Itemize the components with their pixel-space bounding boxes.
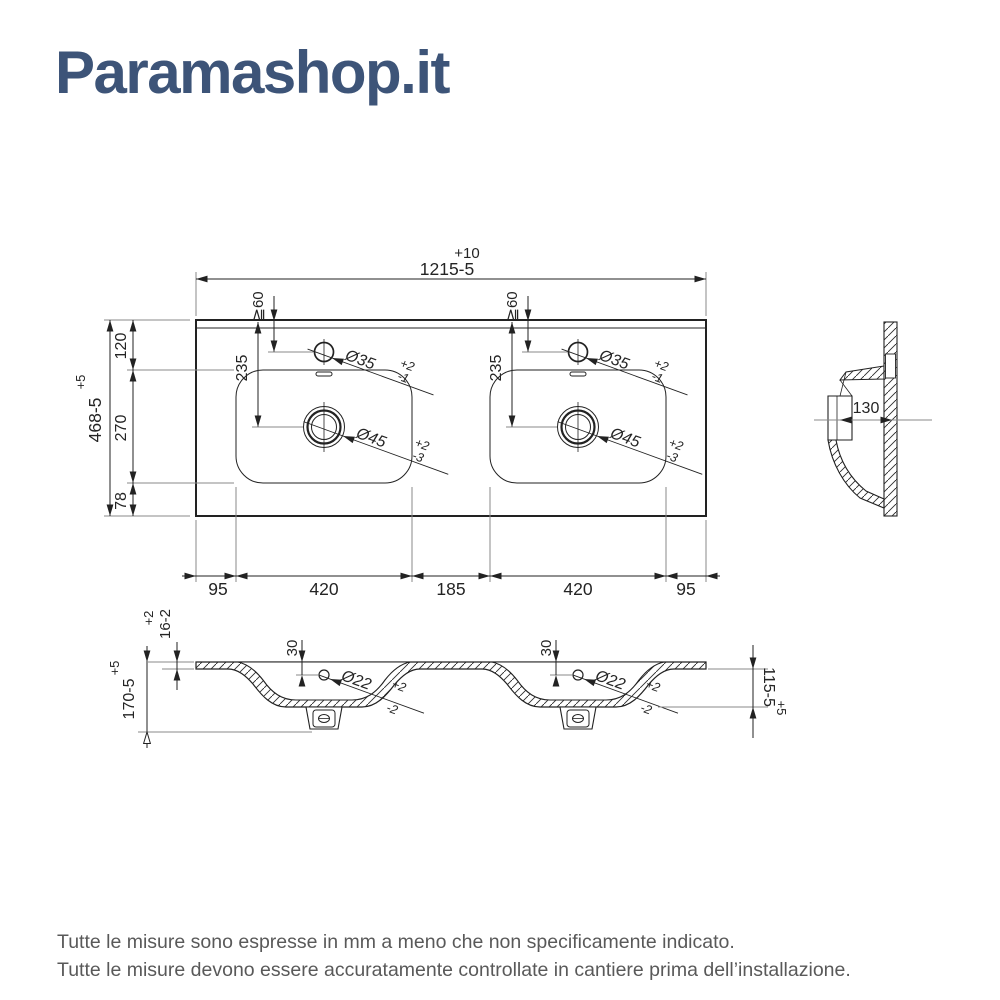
svg-text:+5: +5 bbox=[107, 661, 122, 676]
drain-hole-right bbox=[557, 402, 599, 452]
dim-overall-height: +5 468-5 bbox=[73, 319, 190, 517]
svg-text:170-5: 170-5 bbox=[121, 678, 138, 719]
dim-section-height: +5 170-5 bbox=[107, 646, 312, 748]
svg-text:+10: +10 bbox=[454, 245, 479, 262]
svg-text:+2: +2 bbox=[141, 611, 156, 626]
svg-text:185: 185 bbox=[436, 579, 465, 599]
svg-text:+2: +2 bbox=[652, 356, 670, 374]
svg-text:Ø35: Ø35 bbox=[596, 347, 631, 374]
dim-drain-offset-left: 235 bbox=[234, 322, 303, 428]
dim-drain-offset-right: 235 bbox=[488, 322, 557, 428]
note-line-1: Tutte le misure sono espresse in mm a me… bbox=[57, 931, 735, 953]
dim-basin-height: 115-5 +5 bbox=[658, 645, 789, 738]
faucet-hole-right bbox=[567, 339, 589, 365]
dim-height-segments: 120 270 78 bbox=[113, 320, 234, 516]
svg-text:420: 420 bbox=[563, 579, 592, 599]
svg-text:130: 130 bbox=[853, 400, 880, 417]
svg-text:270: 270 bbox=[113, 415, 130, 442]
dim-overflow-offset-right: 30 bbox=[538, 640, 572, 687]
svg-text:30: 30 bbox=[538, 640, 555, 657]
side-tap-block bbox=[827, 395, 853, 441]
dim-overflow-offset-left: 30 bbox=[284, 640, 318, 687]
footer-notes: Tutte le misure sono espresse in mm a me… bbox=[57, 928, 851, 984]
svg-text:-2: -2 bbox=[638, 701, 653, 718]
svg-text:+2: +2 bbox=[413, 436, 431, 454]
svg-text:468-5: 468-5 bbox=[85, 398, 105, 443]
svg-text:30: 30 bbox=[284, 640, 301, 657]
side-view-drawing: 130 bbox=[814, 321, 932, 517]
overflow-slot-left bbox=[315, 371, 333, 377]
faucet-hole-left bbox=[313, 339, 335, 365]
svg-text:≧60: ≧60 bbox=[504, 291, 521, 320]
drain-hole-left bbox=[303, 402, 345, 452]
label-drain-dia-right: Ø45 +2 -3 bbox=[557, 421, 703, 475]
basin-left-outline bbox=[235, 369, 413, 484]
section-drain-right bbox=[559, 706, 597, 730]
dim-overall-width: +10 1215-5 bbox=[195, 245, 707, 316]
svg-text:78: 78 bbox=[113, 492, 130, 510]
svg-text:Ø35: Ø35 bbox=[342, 347, 377, 374]
svg-text:115-5: 115-5 bbox=[760, 667, 777, 707]
svg-text:≧60: ≧60 bbox=[250, 291, 267, 320]
side-ledge bbox=[838, 365, 885, 381]
worktop-outline bbox=[195, 319, 707, 517]
svg-text:420: 420 bbox=[309, 579, 338, 599]
svg-text:16-2: 16-2 bbox=[157, 609, 174, 639]
svg-text:+2: +2 bbox=[390, 677, 408, 695]
svg-text:1215-5: 1215-5 bbox=[420, 259, 475, 279]
overflow-slot-right bbox=[569, 371, 587, 377]
dim-section-thickness: +2 16-2 bbox=[141, 609, 194, 690]
section-drain-left bbox=[305, 706, 343, 730]
top-view-drawing: +10 1215-5 +5 468-5 bbox=[73, 245, 720, 599]
note-line-2: Tutte le misure devono essere accuratame… bbox=[57, 959, 851, 981]
svg-text:+5: +5 bbox=[73, 375, 88, 390]
section-view-drawing: +2 16-2 +5 170-5 30 bbox=[107, 609, 789, 748]
svg-text:-1: -1 bbox=[396, 369, 411, 386]
svg-text:-3: -3 bbox=[664, 448, 679, 465]
svg-text:95: 95 bbox=[208, 579, 227, 599]
svg-text:120: 120 bbox=[113, 333, 130, 360]
svg-text:+2: +2 bbox=[667, 436, 685, 454]
svg-text:+2: +2 bbox=[644, 677, 662, 695]
svg-text:Ø45: Ø45 bbox=[607, 425, 642, 452]
dim-side-depth: 130 bbox=[814, 400, 932, 424]
svg-text:+5: +5 bbox=[774, 701, 789, 716]
side-bowl-wall bbox=[827, 439, 885, 509]
dim-min-edge-left: ≧60 bbox=[250, 291, 314, 353]
svg-text:Ø45: Ø45 bbox=[353, 425, 388, 452]
svg-text:-2: -2 bbox=[384, 701, 399, 718]
svg-text:-1: -1 bbox=[650, 369, 665, 386]
svg-text:235: 235 bbox=[488, 355, 505, 382]
svg-text:-3: -3 bbox=[410, 448, 425, 465]
svg-text:+2: +2 bbox=[398, 356, 416, 374]
label-drain-dia-left: Ø45 +2 -3 bbox=[303, 421, 449, 475]
svg-text:95: 95 bbox=[676, 579, 695, 599]
paramashop-logo: Paramashop.it bbox=[55, 39, 450, 106]
section-bowl-left-cavity bbox=[237, 661, 411, 701]
dim-min-edge-right: ≧60 bbox=[504, 291, 568, 353]
svg-text:235: 235 bbox=[234, 355, 251, 382]
basin-right-outline bbox=[489, 369, 667, 484]
dim-bottom-segments: 95 420 185 420 95 bbox=[182, 487, 720, 599]
section-bowl-right-cavity bbox=[491, 661, 665, 701]
label-overflow-dia-right: Ø22 +2 -2 bbox=[572, 667, 679, 718]
